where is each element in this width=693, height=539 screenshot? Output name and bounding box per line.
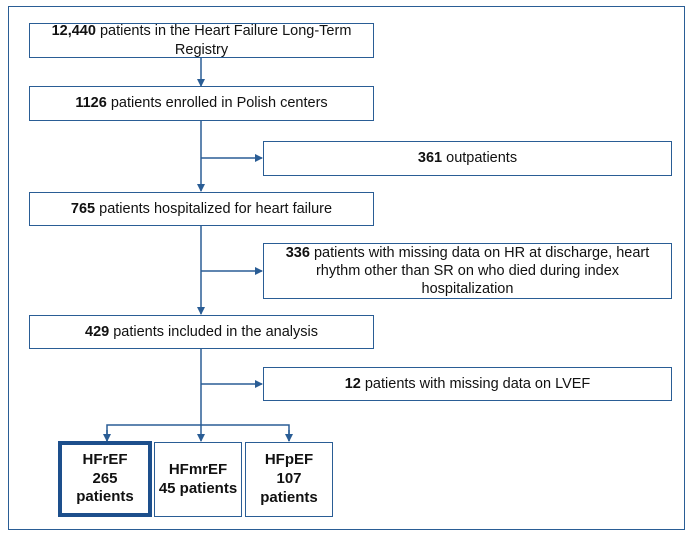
box-hfref: HFrEF 265 patients <box>58 441 152 517</box>
missing-lvef-text: patients with missing data on LVEF <box>360 375 591 392</box>
box-hospitalized: 765 patients hospitalized for heart fail… <box>29 192 374 226</box>
hfpef-patients: 107 patients <box>260 470 318 506</box>
registry-count: 12,440 <box>51 23 96 40</box>
registry-text: patients in the Heart Failure Long-Term … <box>95 23 352 58</box>
hfref-patients: 265 patients <box>76 469 134 506</box>
outpatients-count: 361 <box>417 150 443 167</box>
box-registry: 12,440 patients in the Heart Failure Lon… <box>29 23 374 58</box>
hfmref-patients: 45 patients <box>158 479 238 497</box>
box-outpatients: 361 outpatients <box>263 141 672 176</box>
analysis-count: 429 <box>85 323 110 340</box>
hfpef-name: HFpEF <box>264 451 314 469</box>
split-line <box>106 424 290 441</box>
hfmref-name: HFmrEF <box>168 460 228 478</box>
polish-count: 1126 <box>75 95 107 112</box>
box-analysis: 429 patients included in the analysis <box>29 315 374 349</box>
excluded-count: 336 <box>285 244 310 261</box>
hfref-name: HFrEF <box>82 450 128 468</box>
analysis-text: patients included in the analysis <box>109 323 318 340</box>
box-excluded-hr: 336 patients with missing data on HR at … <box>263 243 672 299</box>
box-hfpef: HFpEF 107 patients <box>245 442 333 517</box>
box-polish-centers: 1126 patients enrolled in Polish centers <box>29 86 374 121</box>
outpatients-text: outpatients <box>442 150 518 167</box>
hospitalized-text: patients hospitalized for heart failure <box>95 200 333 217</box>
flowchart-frame <box>8 6 685 530</box>
box-missing-lvef: 12 patients with missing data on LVEF <box>263 367 672 401</box>
box-hfmref: HFmrEF 45 patients <box>154 442 242 517</box>
polish-text: patients enrolled in Polish centers <box>106 95 328 112</box>
hospitalized-count: 765 <box>70 200 96 217</box>
excluded-text: patients with missing data on HR at disc… <box>309 244 650 298</box>
missing-lvef-count: 12 <box>344 375 361 392</box>
